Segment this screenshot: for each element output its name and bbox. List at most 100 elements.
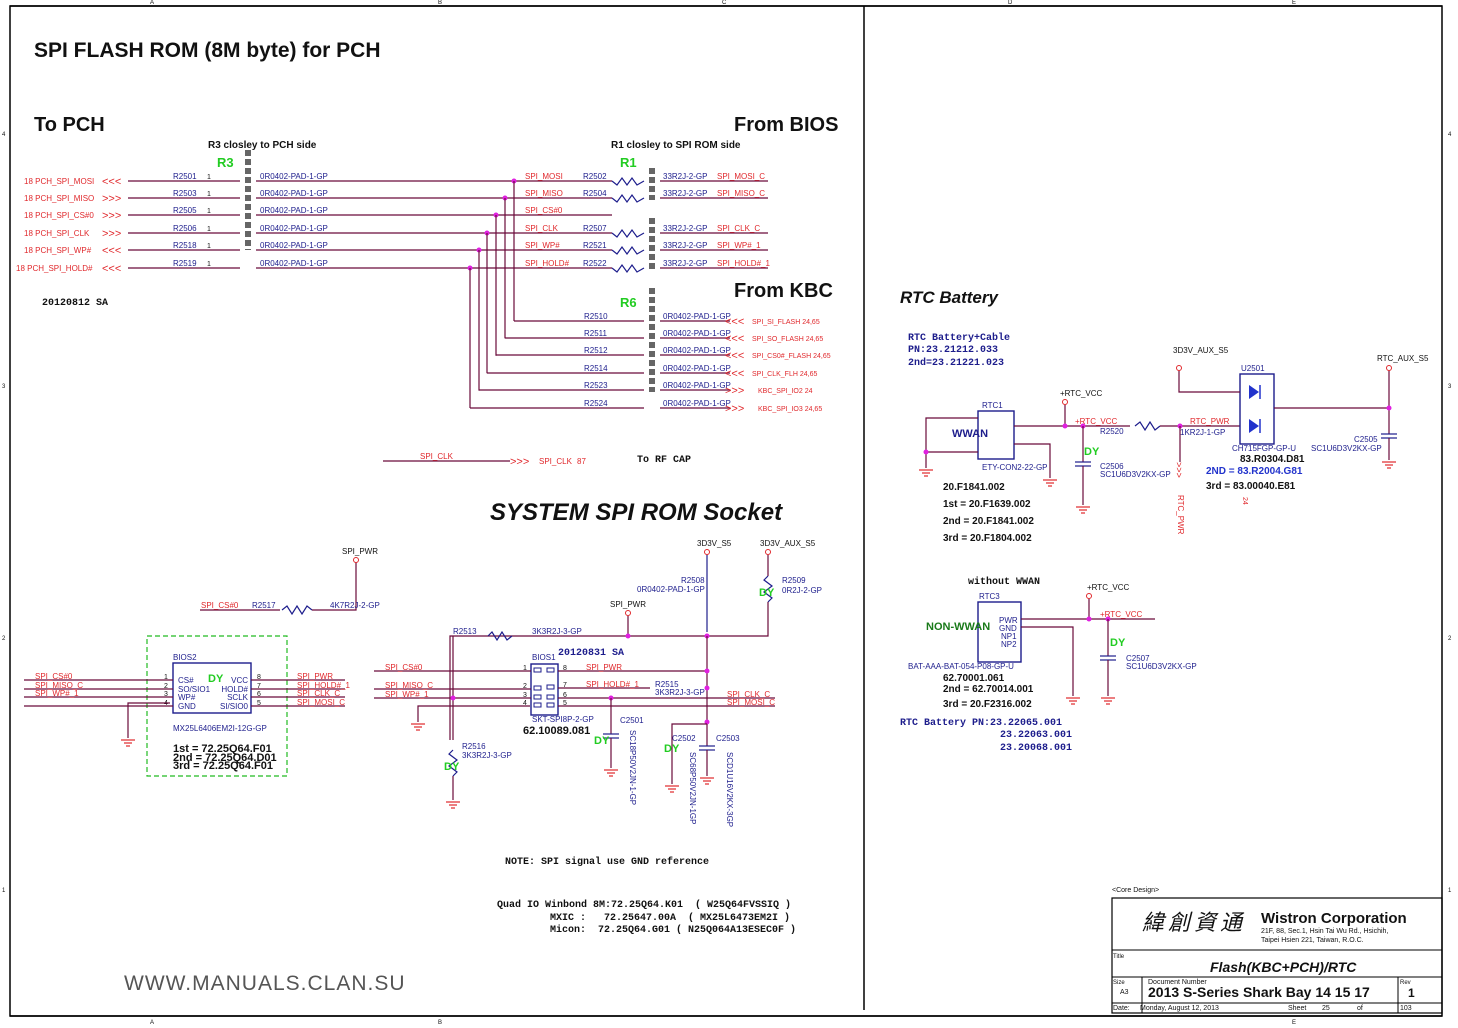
resistor-ref: R2510 [584, 312, 608, 321]
resistor-value: 0R0402-PAD-1-GP [663, 381, 731, 390]
pin-name: GND [178, 702, 196, 711]
date-value: Monday, August 12, 2013 [1140, 1005, 1219, 1012]
bios-net-label: SPI_HOLD#_1 [717, 259, 770, 268]
sheet-frame [9, 5, 1443, 1017]
rtc1-ref: RTC1 [982, 401, 1003, 410]
resistor-value: 33R2J-2-GP [663, 259, 707, 268]
document-number: 2013 S-Series Shark Bay 14 15 17 [1148, 984, 1370, 1000]
rtc-vcc-rail: +RTC_VCC [1087, 583, 1130, 592]
resistor-ref: R2521 [583, 241, 607, 250]
row-label: 4 [1448, 132, 1452, 138]
c2506-value: SC1U6D3V2KX-GP [1100, 470, 1171, 479]
socket-pin [533, 667, 542, 673]
rtc3-alt: 2nd = 62.70014.001 [943, 684, 1034, 695]
resistor-value: 0R0402-PAD-1-GP [663, 312, 731, 321]
offpage-arrow: <<< [725, 316, 744, 328]
to-pch-heading: To PCH [34, 114, 105, 136]
c2502-dy-tag: DY [664, 743, 680, 755]
rtc1-alt: 2nd = 20.F1841.002 [943, 516, 1034, 527]
col-label: B [438, 1020, 442, 1026]
spi-pwr-rail: SPI_PWR [342, 547, 378, 556]
resistor-ref: R2522 [583, 259, 607, 268]
pin-name: HOLD# [221, 685, 248, 694]
resistor-value: 33R2J-2-GP [663, 189, 707, 198]
r2516-dy-tag: DY [444, 761, 460, 773]
col-label: A [150, 1020, 154, 1026]
bios-net-label: SPI_CLK_C [717, 224, 760, 233]
sheet-label: Sheet [1288, 1005, 1306, 1012]
pin-name: CS# [178, 676, 194, 685]
rtc3-title: without WWAN [968, 576, 1040, 588]
ground-symbol [700, 777, 714, 785]
c2505-value: SC1U6D3V2KX-GP [1311, 444, 1382, 453]
socket-pin [546, 684, 555, 690]
col-label: E [1292, 1020, 1296, 1026]
row-labels: 4 3 2 1 4 3 2 1 [2, 132, 1452, 894]
core-design-label: <Core Design> [1112, 887, 1159, 894]
resistor-ref: R2518 [173, 241, 197, 250]
bios1-net-label: SPI_MOSI_C [727, 698, 775, 707]
row-label: 2 [1448, 636, 1452, 642]
rtc-cable-note: RTC Battery+Cable [908, 332, 1010, 344]
bios-net-label: SPI_WP#_1 [717, 241, 761, 250]
pin-number: 2 [523, 683, 527, 690]
row-label: 4 [2, 132, 6, 138]
company-name: Wistron Corporation [1261, 910, 1407, 927]
resistor-symbol [611, 245, 645, 256]
ground-symbol [604, 769, 618, 777]
c2506-dy-tag: DY [1084, 446, 1100, 458]
r1-note: R1 closley to SPI ROM side [611, 140, 741, 151]
battery-pn: 23.22063.001 [1000, 730, 1072, 741]
u2501-rail-in: 3D3V_AUX_S5 [1173, 346, 1229, 355]
pin-number: 5 [563, 700, 567, 707]
u2501-alt: 2ND = 83.R2004.G81 [1206, 466, 1303, 477]
r2516-ref: R2516 [462, 742, 486, 751]
rtc-pwr-offpage: RTC_PWR [1176, 495, 1185, 535]
rtc-cable-note: 2nd=23.21221.023 [908, 357, 1004, 369]
resistor-value: 33R2J-2-GP [663, 172, 707, 181]
col-label: C [722, 0, 727, 6]
rtc3-pin: PWR [999, 616, 1018, 625]
resistor-ref: R2501 [173, 172, 197, 181]
company-chinese-name: 緯創資通 [1142, 910, 1246, 935]
resistor-symbol [611, 176, 645, 187]
socket-heading: SYSTEM SPI ROM Socket [490, 499, 783, 526]
rtc1-alt: 1st = 20.F1639.002 [943, 499, 1031, 510]
bios2-part: MX25L6406EM2I-12G-GP [173, 724, 267, 733]
resistor-ref: R2512 [584, 346, 608, 355]
bios1-part: SKT-SPI8P-2-GP [532, 715, 594, 724]
row-label: 3 [1448, 384, 1452, 390]
rtc3-part: BAT-AAA-BAT-054-P08-GP-U [908, 662, 1014, 671]
offpage-arrow: >>> [102, 228, 121, 240]
socket-pin [533, 685, 542, 691]
resistor-ref: R2519 [173, 259, 197, 268]
c2502-value: SC68P50V2JN-1GP [688, 752, 697, 824]
ground-symbol [446, 801, 460, 809]
pin-number: 7 [257, 683, 261, 690]
resistor-ref: R2524 [584, 399, 608, 408]
row-label: 3 [2, 384, 6, 390]
r1-tag: R1 [620, 155, 637, 170]
pin-number: 7 [563, 682, 567, 689]
resistor-value: 0R0402-PAD-1-GP [663, 329, 731, 338]
pin-number: 5 [257, 700, 261, 707]
col-label: B [438, 0, 442, 6]
offpage-arrow: <<< [725, 368, 744, 380]
offpage-arrow: <<< [102, 263, 121, 275]
spi-net-label: SPI_CS#0 [525, 206, 563, 215]
u2501-part: CH715FGP-GP-U [1232, 444, 1296, 453]
ground-symbol [1101, 697, 1115, 705]
rev-label: Rev [1400, 980, 1411, 986]
resistor-value: 33R2J-2-GP [663, 241, 707, 250]
socket-pin [533, 694, 542, 700]
u2501-alt: 3rd = 83.00040.E81 [1206, 481, 1296, 492]
date-sa-2: 20120831 SA [558, 648, 624, 659]
from-bios-heading: From BIOS [734, 114, 838, 136]
bios2-dy-tag: DY [208, 673, 224, 685]
